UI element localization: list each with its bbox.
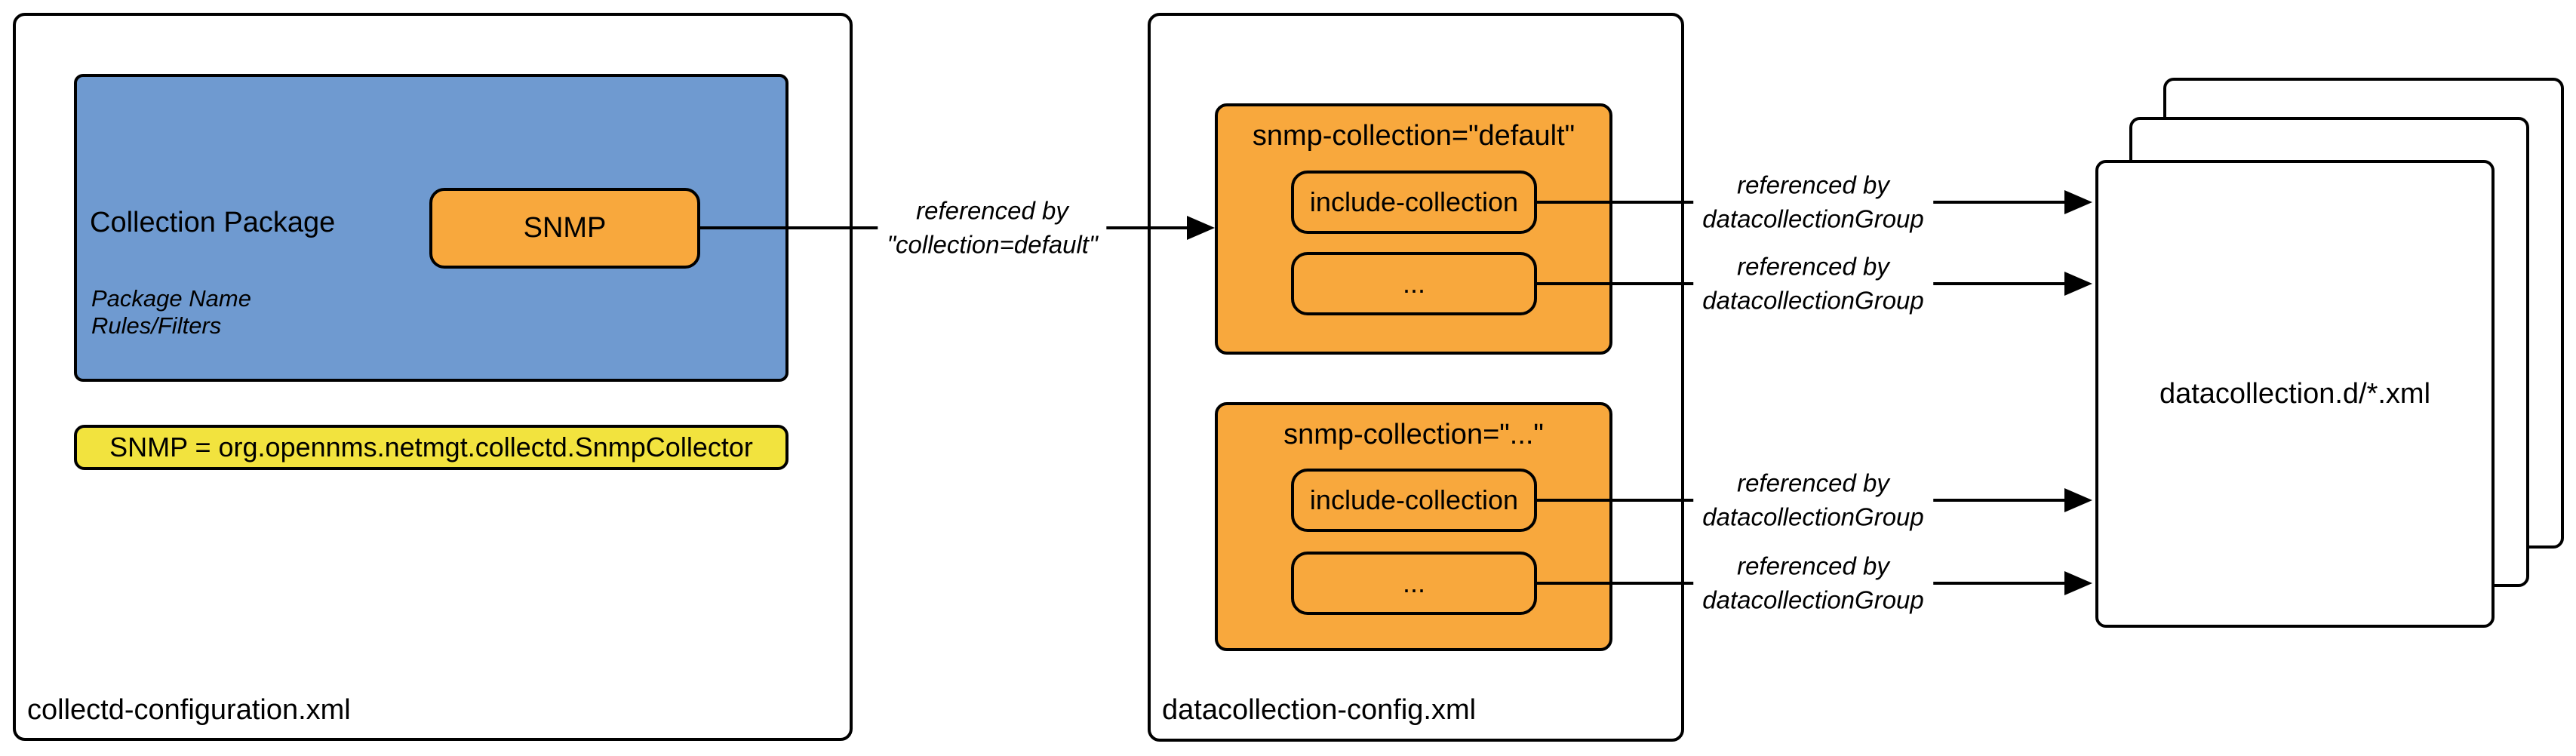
ref-arrow-label-3-line1: referenced by bbox=[1737, 469, 1889, 497]
rules-filters-text: Rules/Filters bbox=[91, 312, 222, 339]
ellipsis-label-1: ... bbox=[1402, 268, 1425, 299]
ref-arrow-label-4-line2: datacollectionGroup bbox=[1702, 585, 1924, 613]
snmp-service-label: SNMP bbox=[523, 212, 607, 244]
ref-arrow-head-4 bbox=[2064, 571, 2092, 595]
include-collection-box-2: include-collection bbox=[1291, 469, 1537, 532]
snmp-collector-mapping-text: SNMP = org.opennms.netmgt.collectd.SnmpC… bbox=[109, 432, 753, 463]
ref-arrow-label-4-line1: referenced by bbox=[1737, 552, 1889, 580]
ref-arrow-label-1: referenced by datacollectionGroup bbox=[1693, 165, 1933, 239]
ellipsis-box-2: ... bbox=[1291, 552, 1537, 615]
ellipsis-label-2: ... bbox=[1402, 567, 1425, 598]
snmp-collector-mapping-box: SNMP = org.opennms.netmgt.collectd.SnmpC… bbox=[74, 425, 788, 470]
include-collection-label-2: include-collection bbox=[1309, 484, 1519, 515]
ellipsis-box-1: ... bbox=[1291, 252, 1537, 315]
datacollection-d-label: datacollection.d/*.xml bbox=[2159, 377, 2431, 410]
package-name-text: Package Name bbox=[91, 285, 251, 312]
ref-arrow-label-2-line2: datacollectionGroup bbox=[1702, 286, 1924, 314]
collection-arrow-label-line2: "collection=default" bbox=[887, 230, 1098, 258]
snmp-collection-other-group: snmp-collection="..." bbox=[1215, 402, 1612, 651]
collection-arrow-label-line1: referenced by bbox=[916, 196, 1068, 225]
ref-arrow-label-4: referenced by datacollectionGroup bbox=[1693, 546, 1933, 620]
ref-arrow-label-3: referenced by datacollectionGroup bbox=[1693, 463, 1933, 537]
ref-arrow-label-1-line2: datacollectionGroup bbox=[1702, 204, 1924, 232]
ref-arrow-label-1-line1: referenced by bbox=[1737, 171, 1889, 199]
snmp-service-box: SNMP bbox=[429, 188, 700, 269]
ref-arrow-label-2: referenced by datacollectionGroup bbox=[1693, 247, 1933, 321]
collection-package-title: Collection Package bbox=[90, 207, 336, 238]
ref-arrow-label-3-line2: datacollectionGroup bbox=[1702, 502, 1924, 530]
snmp-collection-default-title: snmp-collection="default" bbox=[1252, 120, 1575, 152]
snmp-collection-other-title: snmp-collection="..." bbox=[1283, 419, 1544, 450]
datacollection-config-label: datacollection-config.xml bbox=[1162, 694, 1477, 726]
collectd-configuration-label: collectd-configuration.xml bbox=[27, 694, 351, 726]
ref-arrow-head-2 bbox=[2064, 272, 2092, 296]
collection-package-details: Package Name Rules/Filters bbox=[91, 285, 251, 340]
collection-arrow-head bbox=[1187, 216, 1215, 240]
collection-arrow-label: referenced by "collection=default" bbox=[878, 191, 1107, 265]
ref-arrow-head-3 bbox=[2064, 488, 2092, 512]
ref-arrow-label-2-line1: referenced by bbox=[1737, 252, 1889, 281]
document-stack-front: datacollection.d/*.xml bbox=[2095, 160, 2495, 628]
include-collection-label-1: include-collection bbox=[1309, 186, 1519, 217]
ref-arrow-head-1 bbox=[2064, 190, 2092, 214]
include-collection-box-1: include-collection bbox=[1291, 171, 1537, 234]
